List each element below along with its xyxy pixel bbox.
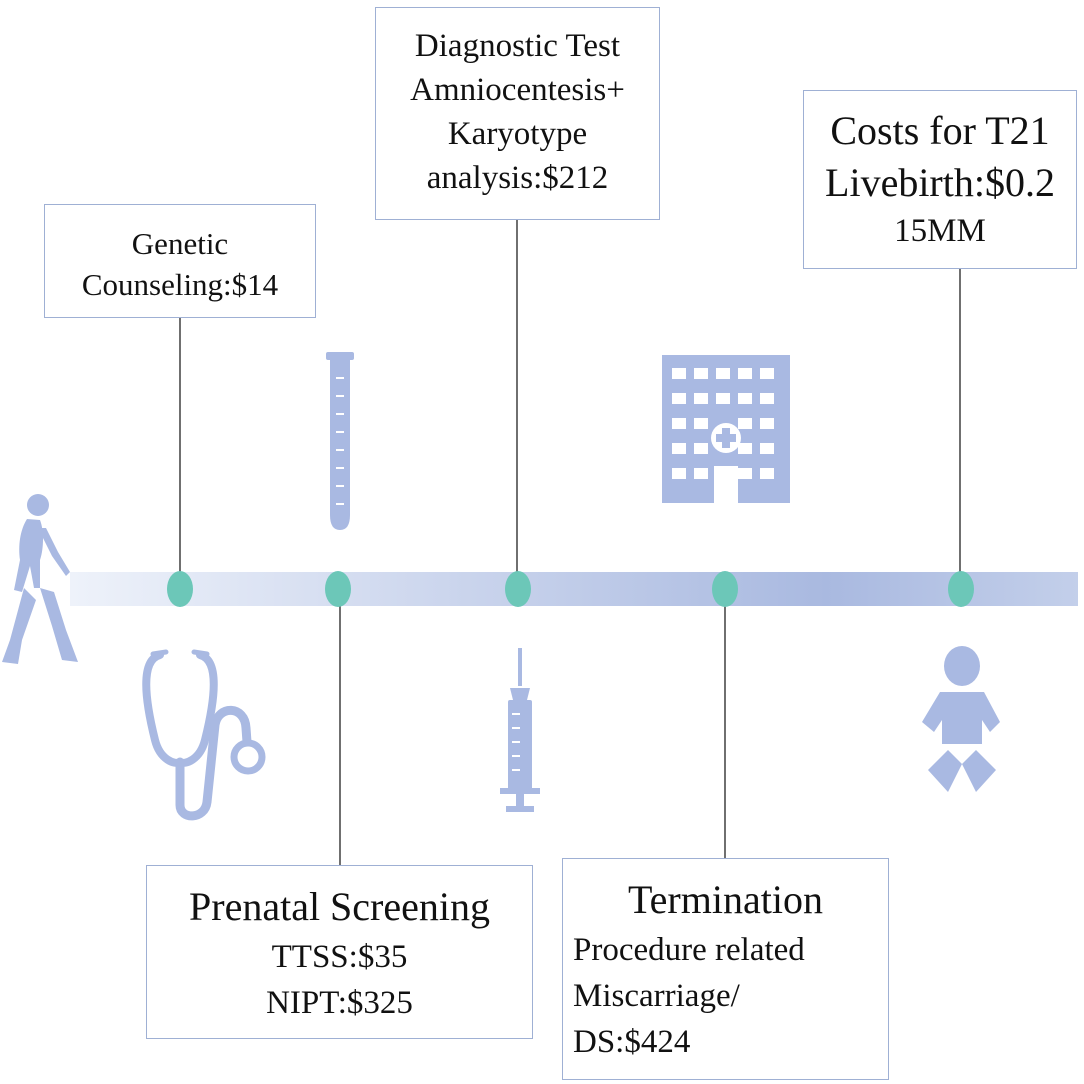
termination-box: Termination Procedure related Miscarriag…	[562, 858, 889, 1080]
termination-title: Termination	[628, 877, 823, 922]
prenatal-screening-box: Prenatal Screening TTSS:$35 NIPT:$325	[146, 865, 533, 1039]
diagnostic-test-line4: analysis:$212	[426, 160, 609, 196]
stethoscope-icon	[142, 649, 266, 821]
diagnostic-test-line1: Diagnostic Test	[414, 28, 621, 64]
diagnostic-test-box: Diagnostic Test Amniocentesis+ Karyotype…	[375, 7, 660, 220]
marker-diagnostic	[505, 571, 531, 607]
timeline-bar	[70, 572, 1078, 606]
syringe-icon	[500, 648, 540, 812]
costs-t21-box: Costs for T21 Livebirth:$0.2 15MM	[803, 90, 1077, 269]
diagnostic-test-line3: Karyotype	[447, 116, 588, 152]
termination-line3: DS:$424	[573, 1024, 691, 1060]
walking-woman-icon	[2, 494, 78, 664]
marker-costs	[948, 571, 974, 607]
termination-line1: Procedure related	[573, 932, 805, 968]
marker-screening	[325, 571, 351, 607]
connector-lines	[179, 220, 961, 865]
hospital-icon	[662, 355, 790, 503]
diagnostic-test-line2: Amniocentesis+	[410, 72, 625, 108]
genetic-counseling-box: Genetic Counseling:$14	[44, 204, 316, 318]
timeline-markers	[167, 571, 974, 607]
costs-t21-line1: Costs for T21	[830, 108, 1050, 153]
baby-icon	[922, 646, 1000, 792]
costs-t21-line2: Livebirth:$0.2	[825, 160, 1055, 205]
termination-line2: Miscarriage/	[573, 978, 740, 1014]
genetic-counseling-line1: Genetic	[131, 226, 229, 261]
genetic-counseling-line2: Counseling:$14	[81, 267, 279, 302]
marker-termination	[712, 571, 738, 607]
test-tube-icon	[326, 352, 354, 530]
costs-t21-line3: 15MM	[894, 213, 986, 249]
prenatal-screening-title: Prenatal Screening	[189, 884, 490, 929]
marker-genetic	[167, 571, 193, 607]
prenatal-screening-line2: NIPT:$325	[266, 985, 413, 1021]
prenatal-screening-line1: TTSS:$35	[271, 939, 408, 975]
